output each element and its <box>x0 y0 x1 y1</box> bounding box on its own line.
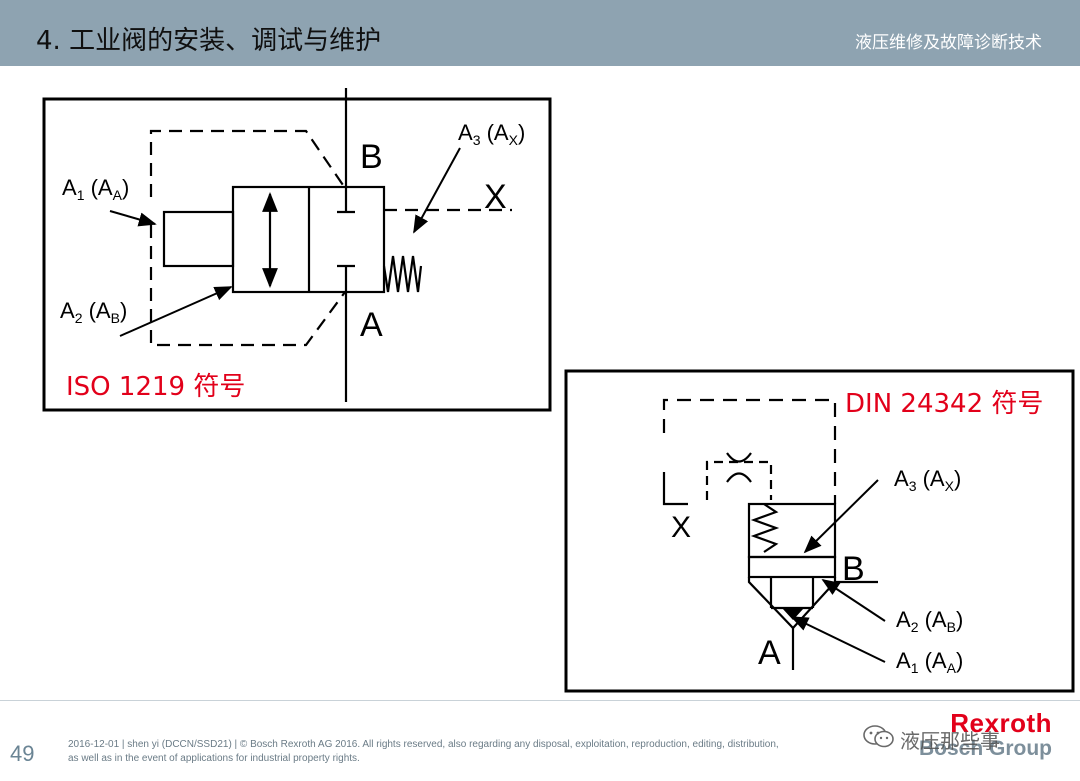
din-caption: DIN 24342 符号 <box>845 389 1043 419</box>
footer-line-2: as well as in the event of applications … <box>68 753 360 764</box>
din-pilot-box <box>705 460 773 500</box>
iso-pilot-line-bottom <box>149 225 346 347</box>
din-label-a1: A1 (AA) <box>896 648 963 676</box>
iso-label-a3: A3 (AX) <box>458 120 525 148</box>
iso-port-x: X <box>484 178 507 216</box>
din-pilot-line-x <box>662 472 688 506</box>
iso-frame <box>42 97 552 412</box>
logo-brand: Rexroth <box>950 708 1052 738</box>
din-spring <box>750 503 780 553</box>
footer-copyright: 2016-12-01 | shen yi (DCCN/SSD21) | © Bo… <box>68 738 888 766</box>
footer-line-1: 2016-12-01 | shen yi (DCCN/SSD21) | © Bo… <box>68 739 779 750</box>
din-throttle-top <box>726 452 752 463</box>
footer-divider <box>0 700 1080 701</box>
din-leader-a1 <box>790 616 886 663</box>
din-leader-a3 <box>803 479 879 554</box>
iso-port-a: A <box>360 306 383 344</box>
iso-leader-a2 <box>119 286 233 337</box>
valve-diagrams: B A X A3 (AX) A1 (AA) A2 (AB) ISO 1219 符… <box>42 88 1075 693</box>
iso-label-a2: A2 (AB) <box>60 298 127 326</box>
din-port-x: X <box>671 511 691 544</box>
din-label-a3: A3 (AX) <box>894 466 961 494</box>
din-throttle-bottom <box>726 472 752 483</box>
iso-pilot-line-top <box>149 129 346 197</box>
header-bar: 4. 工业阀的安装、调试与维护 液压维修及故障诊断技术 <box>0 0 1080 66</box>
din-port-a: A <box>758 634 781 672</box>
iso-diagram: B A X A3 (AX) A1 (AA) A2 (AB) ISO 1219 符… <box>42 88 552 412</box>
din-label-a2: A2 (AB) <box>896 607 963 635</box>
din-poppet <box>747 555 837 579</box>
watermark-text: 液压那些事 <box>900 728 1000 753</box>
din-leader-a2 <box>821 579 886 622</box>
din-seat-mark <box>782 608 804 620</box>
din-port-b: B <box>842 550 865 588</box>
din-pilot-line-outer <box>662 398 837 504</box>
din-diagram: B A X A3 (AX) A2 (AB) A1 (AA) DIN 24342 … <box>564 369 1075 693</box>
wechat-icon <box>862 724 896 754</box>
wechat-watermark: 液压那些事 <box>862 724 1000 754</box>
din-cone <box>747 577 837 630</box>
logo-group: Bosch Group <box>918 737 1052 760</box>
slide-title: 4. 工业阀的安装、调试与维护 <box>36 26 382 56</box>
slide-subtitle: 液压维修及故障诊断技术 <box>855 33 1042 53</box>
iso-label-a1: A1 (AA) <box>62 175 129 203</box>
iso-leader-a3 <box>413 147 461 234</box>
rexroth-logo: Rexroth Bosch Group <box>919 708 1052 760</box>
iso-spring <box>382 255 423 293</box>
page-number: 49 <box>10 741 35 766</box>
iso-caption: ISO 1219 符号 <box>66 372 245 402</box>
din-spring-chamber <box>747 502 837 559</box>
iso-leader-a1 <box>109 210 157 227</box>
iso-piston <box>162 210 235 268</box>
din-frame <box>564 369 1075 693</box>
iso-port-b: B <box>360 138 383 176</box>
